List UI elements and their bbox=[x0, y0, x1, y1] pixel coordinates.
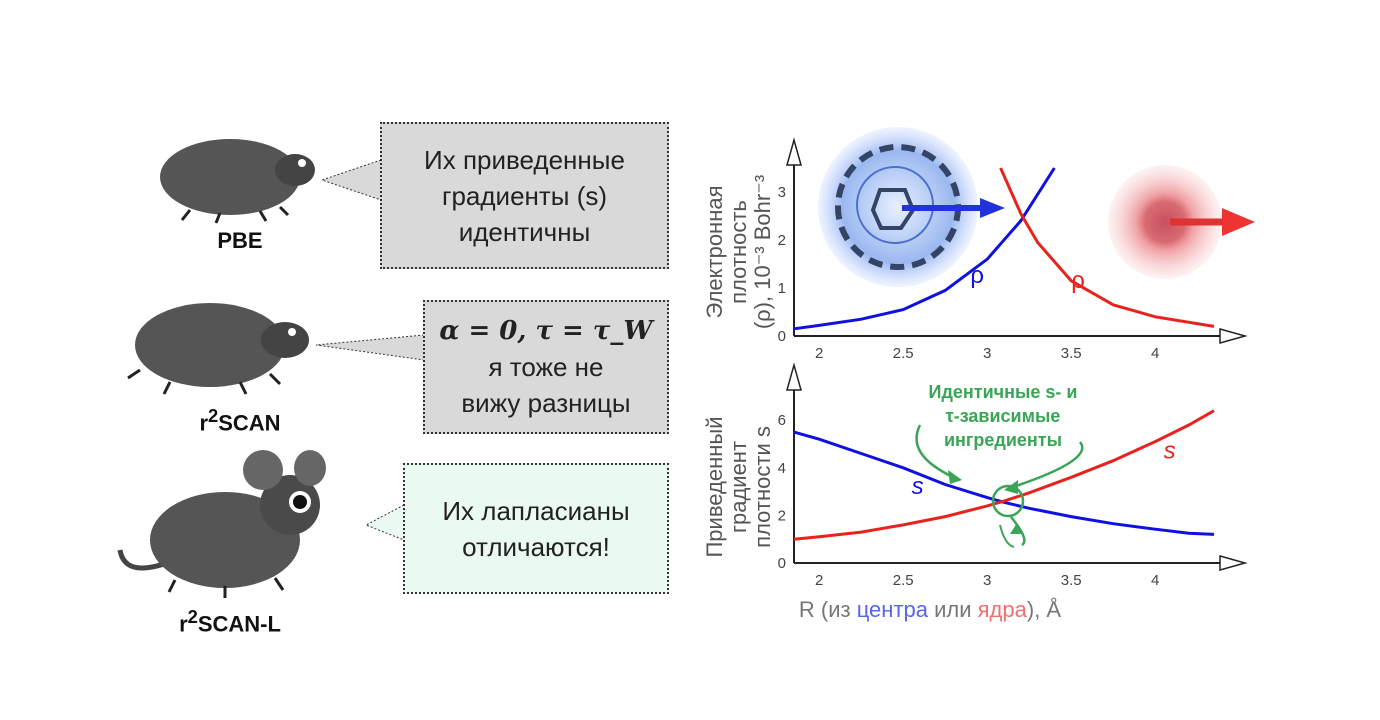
name-sup: 2 bbox=[187, 606, 198, 627]
name-rest: SCAN bbox=[218, 410, 281, 436]
series-line bbox=[793, 409, 1215, 541]
x-tick-label: 2.5 bbox=[893, 572, 914, 589]
name-base: r bbox=[199, 410, 208, 436]
annotation-line: τ-зависимые bbox=[946, 406, 1061, 426]
x-axis-arrow bbox=[1219, 555, 1248, 571]
bubble-tails bbox=[315, 159, 425, 541]
annotation-arrows bbox=[915, 424, 1084, 548]
y-tick-label: 0 bbox=[778, 328, 786, 345]
mole-pbe-icon bbox=[160, 139, 315, 224]
bubble-line: отличаются! bbox=[462, 531, 610, 562]
arrow-center-head bbox=[980, 198, 1005, 218]
name-sup: 2 bbox=[208, 405, 219, 426]
x-tick-label: 4 bbox=[1151, 572, 1159, 589]
annotation-line: Идентичные s- и bbox=[929, 382, 1078, 402]
y-tick-label: 4 bbox=[778, 460, 786, 477]
mole-r2scan-icon bbox=[127, 303, 309, 395]
bubble-line: градиенты (s) bbox=[441, 180, 608, 211]
series-line bbox=[793, 167, 1056, 331]
bubble-line: я тоже не bbox=[488, 352, 604, 382]
bubble-line: Их приведенные bbox=[424, 144, 625, 175]
arrow-nucleus-head bbox=[1222, 208, 1255, 236]
bubble-line: вижу разницы bbox=[461, 388, 631, 418]
series-line bbox=[999, 167, 1215, 328]
method-label-r2scan: r2SCAN bbox=[160, 405, 320, 436]
y-tick-label: 2 bbox=[778, 232, 786, 249]
x-axis-label: R (из центра или ядра), Å bbox=[799, 597, 1062, 622]
series-label: ρ bbox=[970, 262, 984, 289]
speech-bubble-pbe: Их приведенные градиенты (s) идентичны bbox=[380, 122, 669, 269]
bubble-line: Их лапласианы bbox=[442, 495, 630, 526]
speech-bubble-r2scan: α = 0, τ = τ_W я тоже не вижу разницы bbox=[423, 300, 669, 434]
speech-bubble-r2scan-l: Их лапласианы отличаются! bbox=[403, 463, 669, 594]
bubble-formula: α = 0, τ = τ_W bbox=[439, 316, 653, 346]
y-tick-label: 0 bbox=[778, 555, 786, 572]
atom-icon bbox=[1108, 165, 1222, 279]
x-tick-label: 3 bbox=[983, 572, 991, 589]
method-label-r2scan-l: r2SCAN-L bbox=[140, 606, 320, 637]
x-tick-label: 3.5 bbox=[1061, 345, 1082, 362]
x-tick-label: 2 bbox=[815, 572, 823, 589]
series-label: ρ bbox=[1071, 267, 1085, 294]
x-tick-label: 3.5 bbox=[1061, 572, 1082, 589]
x-tick-label: 3 bbox=[983, 345, 991, 362]
y-tick-label: 2 bbox=[778, 507, 786, 524]
x-tick-label: 4 bbox=[1151, 345, 1159, 362]
x-tick-label: 2.5 bbox=[893, 345, 914, 362]
y-tick-label: 6 bbox=[778, 412, 786, 429]
method-label-pbe: PBE bbox=[217, 228, 263, 253]
x-axis-arrow bbox=[1219, 328, 1248, 344]
annotation-line: ингредиенты bbox=[944, 430, 1062, 450]
mouse-r2scan-l-icon bbox=[117, 450, 326, 598]
y-axis-arrow bbox=[786, 362, 802, 391]
series-label: s bbox=[912, 473, 924, 500]
y-tick-label: 1 bbox=[778, 280, 786, 297]
series-label: s bbox=[1164, 437, 1176, 464]
y-tick-label: 3 bbox=[778, 184, 786, 201]
bubble-line: идентичны bbox=[458, 216, 591, 247]
x-tick-label: 2 bbox=[815, 345, 823, 362]
name-rest: SCAN-L bbox=[197, 611, 281, 637]
name-base: r bbox=[179, 611, 188, 637]
y-axis-arrow bbox=[786, 137, 802, 166]
